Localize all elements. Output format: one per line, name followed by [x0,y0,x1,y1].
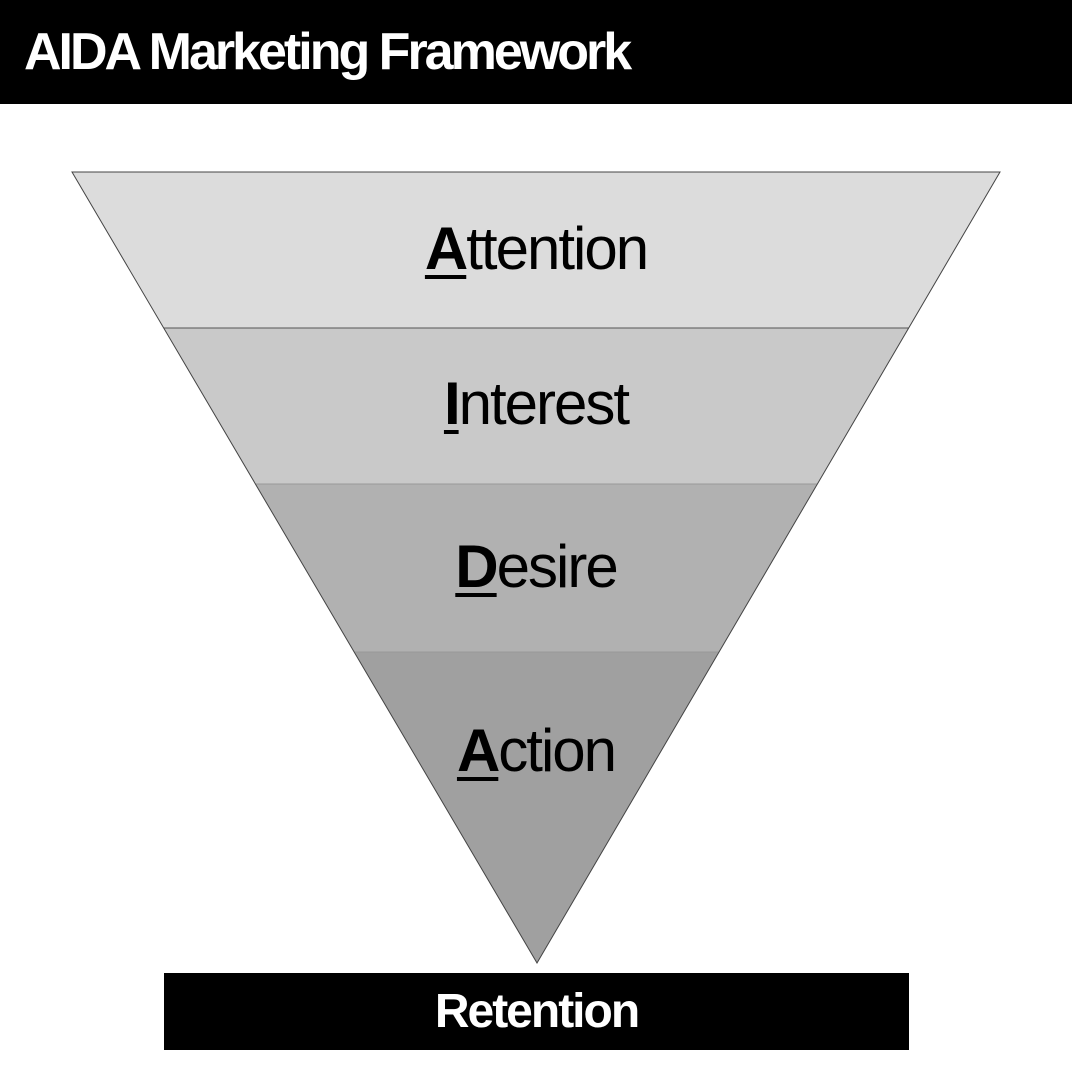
stage-action: Action [0,716,1072,786]
retention-box: Retention [164,973,909,1050]
stage-rest: esire [496,533,619,600]
page-title: AIDA Marketing Framework [24,23,632,81]
stage-initial: I [443,370,461,437]
stage-desire: Desire [0,532,1072,602]
title-bar: AIDA Marketing Framework [0,0,1072,104]
funnel-band-attention [72,172,1000,328]
stage-rest: ttention [466,215,649,282]
stage-initial: A [424,215,468,282]
stage-attention: Attention [0,214,1072,284]
stage-rest: nterest [458,370,630,437]
stage-initial: A [456,717,500,784]
funnel-outline [71,171,1001,964]
funnel-band-action [72,652,1000,963]
stage-interest: Interest [0,369,1072,439]
stage-rest: ction [498,717,617,784]
stage-initial: D [455,533,498,600]
